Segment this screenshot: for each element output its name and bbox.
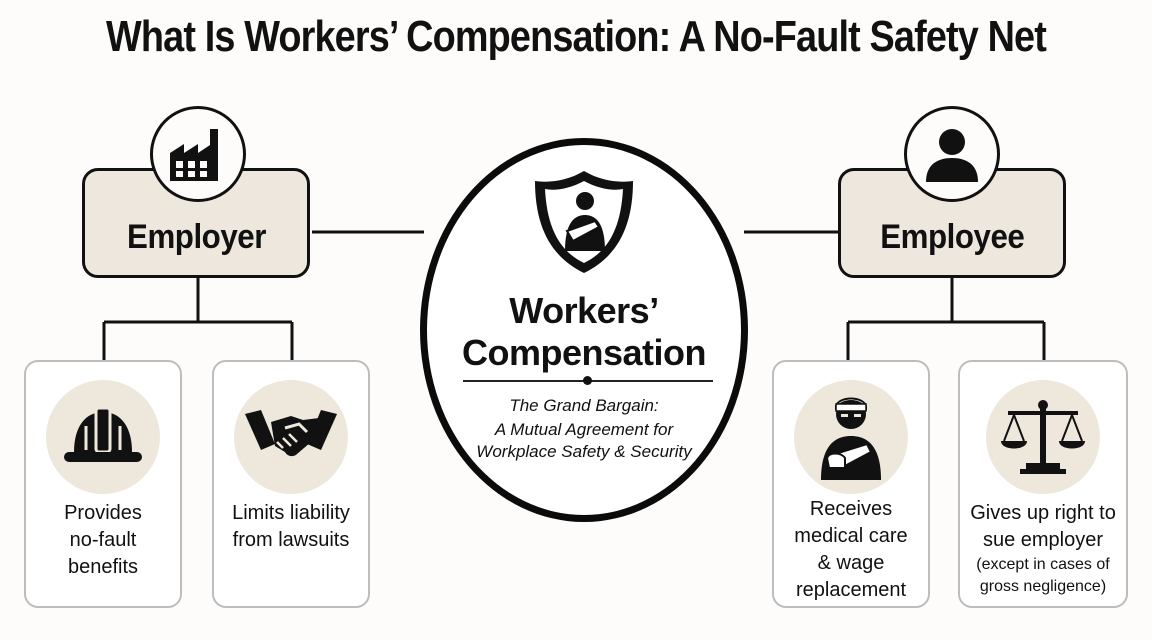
employer-card-liability: Limits liability from lawsuits — [212, 360, 370, 608]
employer-icon-circle — [150, 106, 246, 202]
employee-card-rights: Gives up right to sue employer (except i… — [958, 360, 1128, 608]
card-text: Limits liability from lawsuits — [232, 502, 350, 551]
center-subtitle-line1: The Grand Bargain: — [509, 396, 659, 415]
hard-hat-icon — [64, 406, 142, 462]
employer-label: Employer — [126, 218, 266, 256]
page-title: What Is Workers’ Compensation: A No-Faul… — [106, 12, 1047, 61]
factory-icon — [170, 129, 218, 181]
card-text: Provides no-fault benefits — [64, 502, 142, 578]
center-ellipse: Workers’ Compensation The Grand Bargain:… — [420, 138, 748, 522]
person-icon — [926, 129, 978, 182]
center-subtitle-line2: A Mutual Agreement for — [494, 420, 674, 439]
card-icon-circle — [794, 380, 908, 494]
card-text: Receives medical care & wage replacement — [794, 498, 908, 601]
employee-icon-circle — [904, 106, 1000, 202]
scales-icon — [1001, 400, 1085, 474]
injured-worker-icon — [821, 397, 881, 480]
card-icon-circle — [234, 380, 348, 494]
shield-injured-worker-icon — [535, 171, 633, 273]
center-divider-dot — [583, 376, 592, 385]
employee-label: Employee — [879, 218, 1025, 256]
card-icon-circle — [46, 380, 160, 494]
center-title-line2: Compensation — [461, 332, 707, 373]
center-subtitle-line3: Workplace Safety & Security — [476, 442, 692, 461]
card-icon-circle — [986, 380, 1100, 494]
card-text-main: Gives up right to sue employer — [970, 502, 1116, 551]
employer-card-benefits: Provides no-fault benefits — [24, 360, 182, 608]
card-text: Gives up right to sue employer (except i… — [960, 500, 1126, 598]
employee-card-medical: Receives medical care & wage replacement — [772, 360, 930, 608]
employer-box: Employer — [82, 168, 310, 278]
handshake-icon — [245, 410, 337, 457]
card-note: (except in cases of gross negligence) — [976, 556, 1110, 595]
center-title-line1: Workers’ — [509, 290, 659, 331]
